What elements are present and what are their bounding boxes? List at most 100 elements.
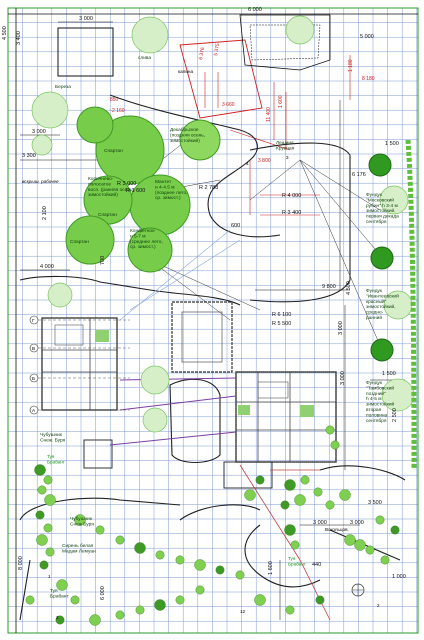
axis-label: Б <box>32 376 35 381</box>
radius-label: R 5 500 <box>272 321 291 327</box>
dim-label: 2 500 <box>392 408 398 422</box>
plant-label: Спартан <box>98 212 117 218</box>
axis-label: В <box>32 346 35 351</box>
well <box>83 439 113 469</box>
plot-boundary <box>7 7 419 634</box>
bush <box>325 500 335 510</box>
bush <box>390 525 400 535</box>
bush <box>254 594 266 606</box>
axis-markers <box>29 315 130 415</box>
dim-label: 1 500 <box>385 141 399 147</box>
radius-label: R 4 000 <box>282 193 301 199</box>
dim-label: 3 000 <box>340 371 346 385</box>
dim-label: 6 176 <box>352 172 366 178</box>
misc-label: вскрыш. рабочее <box>22 179 59 184</box>
bush <box>194 559 206 571</box>
bush <box>95 525 105 535</box>
radius-label: R 2 788 <box>199 185 218 191</box>
bush <box>25 595 35 605</box>
dim-label: 5 000 <box>360 34 374 40</box>
label-sliva: слива <box>138 56 151 61</box>
utility-lines <box>109 377 237 446</box>
lawn-outlines <box>19 94 406 621</box>
dim-label: 440 <box>312 562 321 568</box>
dim-label: 8 000 <box>18 556 24 570</box>
bush <box>134 542 146 554</box>
dim-label: 4 500 <box>2 26 8 40</box>
bush <box>325 425 335 435</box>
dim-label: 4 000 <box>40 264 54 270</box>
bush <box>244 489 256 501</box>
dim-label: 700 <box>100 256 106 265</box>
dim-label: 9 800 <box>322 284 336 290</box>
bush <box>344 534 356 546</box>
bushes <box>25 425 400 626</box>
bush <box>39 560 49 570</box>
dim-label: 3 000 <box>338 321 344 335</box>
misc-label: Вскольцов. <box>325 527 349 532</box>
bush <box>315 595 325 605</box>
bush <box>115 535 125 545</box>
bush <box>36 534 48 546</box>
red-dim-label: 3 660 <box>222 102 235 108</box>
axis-label: А <box>32 408 36 413</box>
fruit-tree-canopies <box>65 106 394 362</box>
red-dim-label: 850 <box>110 97 119 103</box>
number-label: 2 <box>377 603 380 608</box>
dim-label: 3 000 <box>32 129 46 135</box>
dim-label: 1 500 <box>382 371 396 377</box>
number-label: 1 <box>48 574 51 579</box>
bush <box>70 595 80 605</box>
bush <box>284 479 296 491</box>
bush <box>235 570 245 580</box>
shrub-rings <box>31 15 415 433</box>
bush <box>215 565 225 575</box>
plant-labels: СпартанСпартанСпартанКоричнево-полосатое… <box>40 127 399 599</box>
bush <box>115 610 125 620</box>
bush <box>135 605 145 615</box>
bush <box>300 475 310 485</box>
compass-icon <box>351 583 365 597</box>
bush <box>175 595 185 605</box>
dim-label: 3 500 <box>368 500 382 506</box>
bush <box>290 540 300 550</box>
red-dim-label: 6 376 <box>198 47 206 61</box>
bush <box>313 487 323 497</box>
dim-label: 4 500 <box>346 281 352 295</box>
bush <box>45 547 55 557</box>
bush <box>280 500 290 510</box>
dim-label: 3 000 <box>350 520 364 526</box>
bush <box>89 614 101 626</box>
dim-label: 3 000 <box>313 520 327 526</box>
bush <box>195 585 205 595</box>
bush <box>284 524 296 536</box>
bush <box>285 605 295 615</box>
number-label: 12 <box>240 609 246 614</box>
dim-label: 1 600 <box>268 561 274 575</box>
number-label: 4 <box>246 161 249 166</box>
house <box>223 371 337 489</box>
dim-label: 3 300 <box>22 153 36 159</box>
label-berry: Береза <box>55 84 71 90</box>
right-hedge <box>405 139 417 471</box>
radius-label: R 3 600 <box>126 188 145 194</box>
bush <box>255 475 265 485</box>
bush <box>354 539 366 551</box>
dim-label: 6 000 <box>100 586 106 600</box>
pergola-inner <box>181 311 223 363</box>
bush <box>175 555 185 565</box>
number-label: 2 <box>56 615 59 620</box>
red-dim-label: 2 160 <box>112 108 125 114</box>
